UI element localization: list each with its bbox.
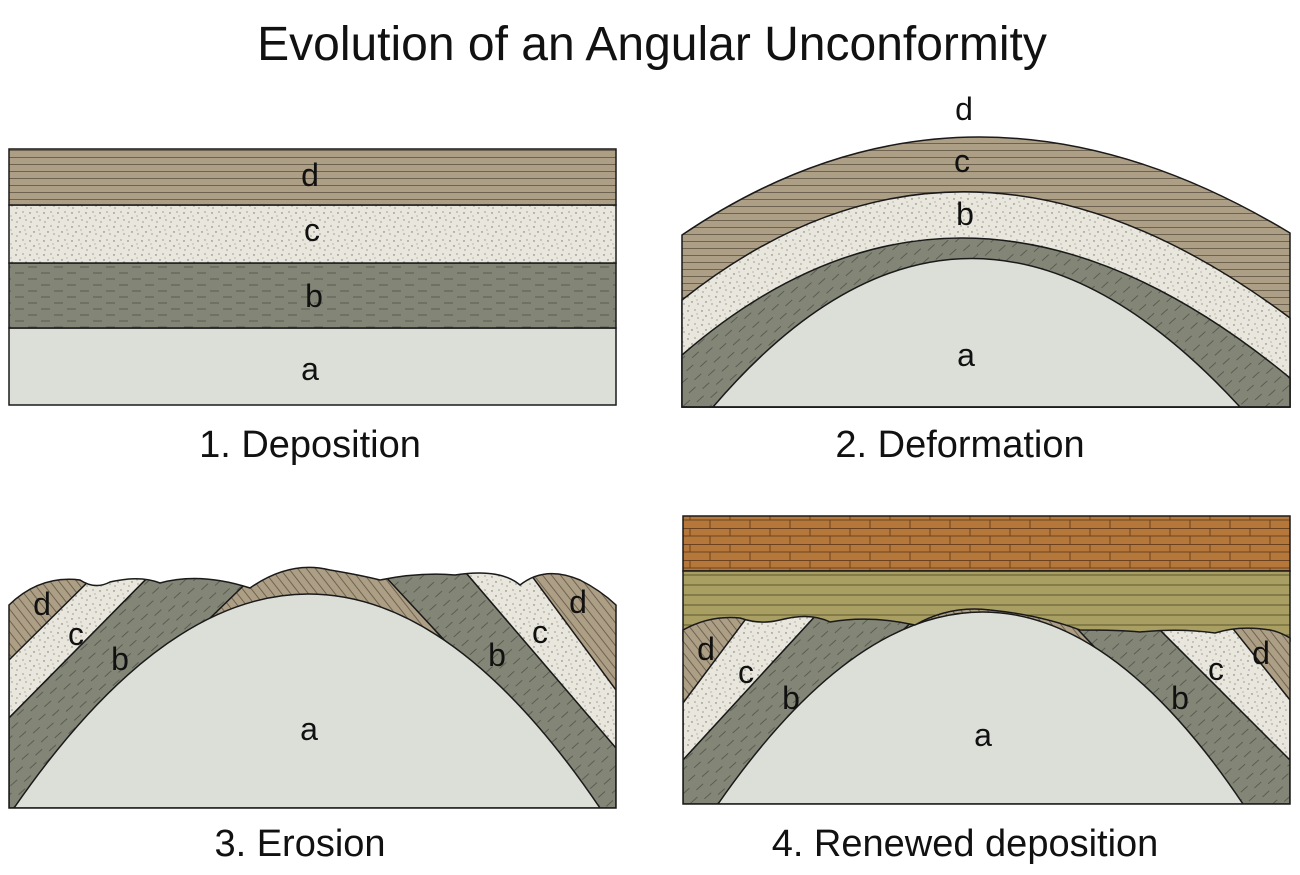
panel-deposition: d c b a 1. Deposition (8, 148, 617, 466)
label-b-right: b (488, 637, 506, 673)
layer-a (716, 611, 1245, 804)
caption-deformation: 2. Deformation (835, 424, 1084, 466)
panel-renewed-deposition: d c b b c d a 4. Renewed deposition (682, 515, 1291, 865)
unconformity-surface (682, 608, 1291, 805)
layer-a (711, 257, 1242, 408)
label-b: b (956, 196, 974, 232)
label-d-left: d (33, 586, 51, 622)
label-a: a (300, 711, 318, 747)
layer-d (8, 148, 617, 206)
label-c-right: c (532, 614, 548, 650)
label-c: c (954, 143, 970, 179)
panel-deformation: d c b a 2. Deformation (681, 91, 1291, 466)
label-d-right: d (1252, 635, 1270, 671)
label-a: a (974, 717, 992, 753)
panel-erosion: d c b b c d a 3. Erosion (8, 566, 617, 865)
label-b-left: b (782, 680, 800, 716)
label-d: d (955, 91, 973, 127)
caption-renewed-deposition: 4. Renewed deposition (772, 823, 1159, 865)
diagram-title: Evolution of an Angular Unconformity (257, 18, 1047, 71)
label-b-right: b (1171, 680, 1189, 716)
label-a: a (301, 351, 319, 387)
layer-b (8, 262, 617, 329)
label-d: d (301, 157, 319, 193)
label-c-left: c (738, 654, 754, 690)
label-c-right: c (1208, 651, 1224, 687)
label-c-left: c (68, 616, 84, 652)
label-a: a (957, 337, 975, 373)
label-c: c (304, 212, 320, 248)
label-d-left: d (697, 631, 715, 667)
brick-layer (682, 515, 1291, 572)
label-d-right: d (569, 584, 587, 620)
layer-a (12, 593, 602, 808)
layer-c-right (1128, 609, 1290, 762)
layer-c-right (453, 567, 616, 751)
layer-a (8, 327, 617, 406)
erosion-surface (8, 566, 617, 809)
label-b: b (305, 278, 323, 314)
caption-deposition: 1. Deposition (199, 424, 421, 466)
caption-erosion: 3. Erosion (214, 823, 385, 865)
label-b-left: b (111, 641, 129, 677)
